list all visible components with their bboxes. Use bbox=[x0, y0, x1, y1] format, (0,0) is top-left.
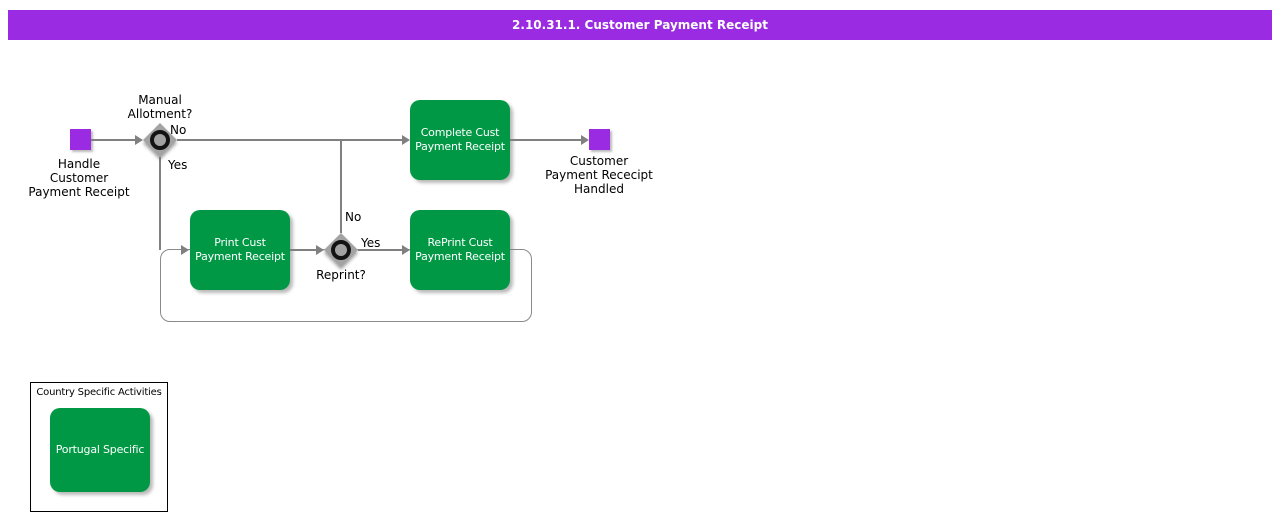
decision-reprint-label: Reprint? bbox=[316, 268, 366, 282]
start-event-node bbox=[70, 129, 91, 150]
decision-manual-allotment bbox=[143, 123, 177, 157]
end-event-label: Customer Payment Rececipt Handled bbox=[545, 154, 653, 196]
diagram-title-bar: 2.10.31.1. Customer Payment Receipt bbox=[8, 10, 1272, 40]
flow-line-reprint-yes-to-reprint-task bbox=[358, 249, 403, 251]
arrowhead-into-reprint-decision bbox=[316, 245, 324, 255]
decision-marker-icon bbox=[150, 130, 170, 150]
arrowhead-into-print-task bbox=[181, 245, 189, 255]
country-specific-activities-box: Country Specific Activities Portugal Spe… bbox=[30, 382, 168, 512]
decision-reprint bbox=[324, 233, 358, 267]
task-label: Complete Cust Payment Receipt bbox=[415, 126, 505, 153]
end-event-node bbox=[589, 129, 610, 150]
task-complete-cust-payment-receipt: Complete Cust Payment Receipt bbox=[410, 100, 510, 180]
country-specific-activities-title: Country Specific Activities bbox=[36, 387, 162, 398]
task-reprint-cust-payment-receipt: RePrint Cust Payment Receipt bbox=[410, 210, 510, 290]
flow-line-start-to-manual bbox=[91, 139, 137, 141]
flow-line-manual-no-to-complete bbox=[177, 139, 403, 141]
arrowhead-into-complete-task bbox=[402, 135, 410, 145]
start-event-label: Handle Customer Payment Receipt bbox=[28, 157, 130, 199]
manual-branch-yes-label: Yes bbox=[168, 158, 188, 172]
task-portugal-specific: Portugal Specific bbox=[50, 408, 150, 492]
arrowhead-into-manual-decision bbox=[135, 135, 143, 145]
diagram-title: 2.10.31.1. Customer Payment Receipt bbox=[512, 18, 768, 32]
reprint-branch-yes-label: Yes bbox=[361, 236, 381, 250]
task-label: RePrint Cust Payment Receipt bbox=[415, 236, 505, 263]
decision-marker-icon bbox=[331, 240, 351, 260]
task-print-cust-payment-receipt: Print Cust Payment Receipt bbox=[190, 210, 290, 290]
flow-line-reprint-no-up bbox=[340, 140, 342, 233]
arrowhead-into-reprint-task bbox=[402, 245, 410, 255]
manual-branch-no-label: No bbox=[170, 123, 187, 137]
task-label: Portugal Specific bbox=[55, 443, 145, 457]
decision-manual-label: Manual Allotment? bbox=[127, 93, 193, 121]
flow-line-manual-yes-down bbox=[159, 157, 161, 250]
task-label: Print Cust Payment Receipt bbox=[195, 236, 285, 263]
reprint-branch-no-label: No bbox=[345, 210, 362, 224]
flow-line-complete-to-end bbox=[510, 139, 582, 141]
arrowhead-into-end-event bbox=[581, 135, 589, 145]
flow-line-print-to-reprint-decision bbox=[290, 249, 317, 251]
